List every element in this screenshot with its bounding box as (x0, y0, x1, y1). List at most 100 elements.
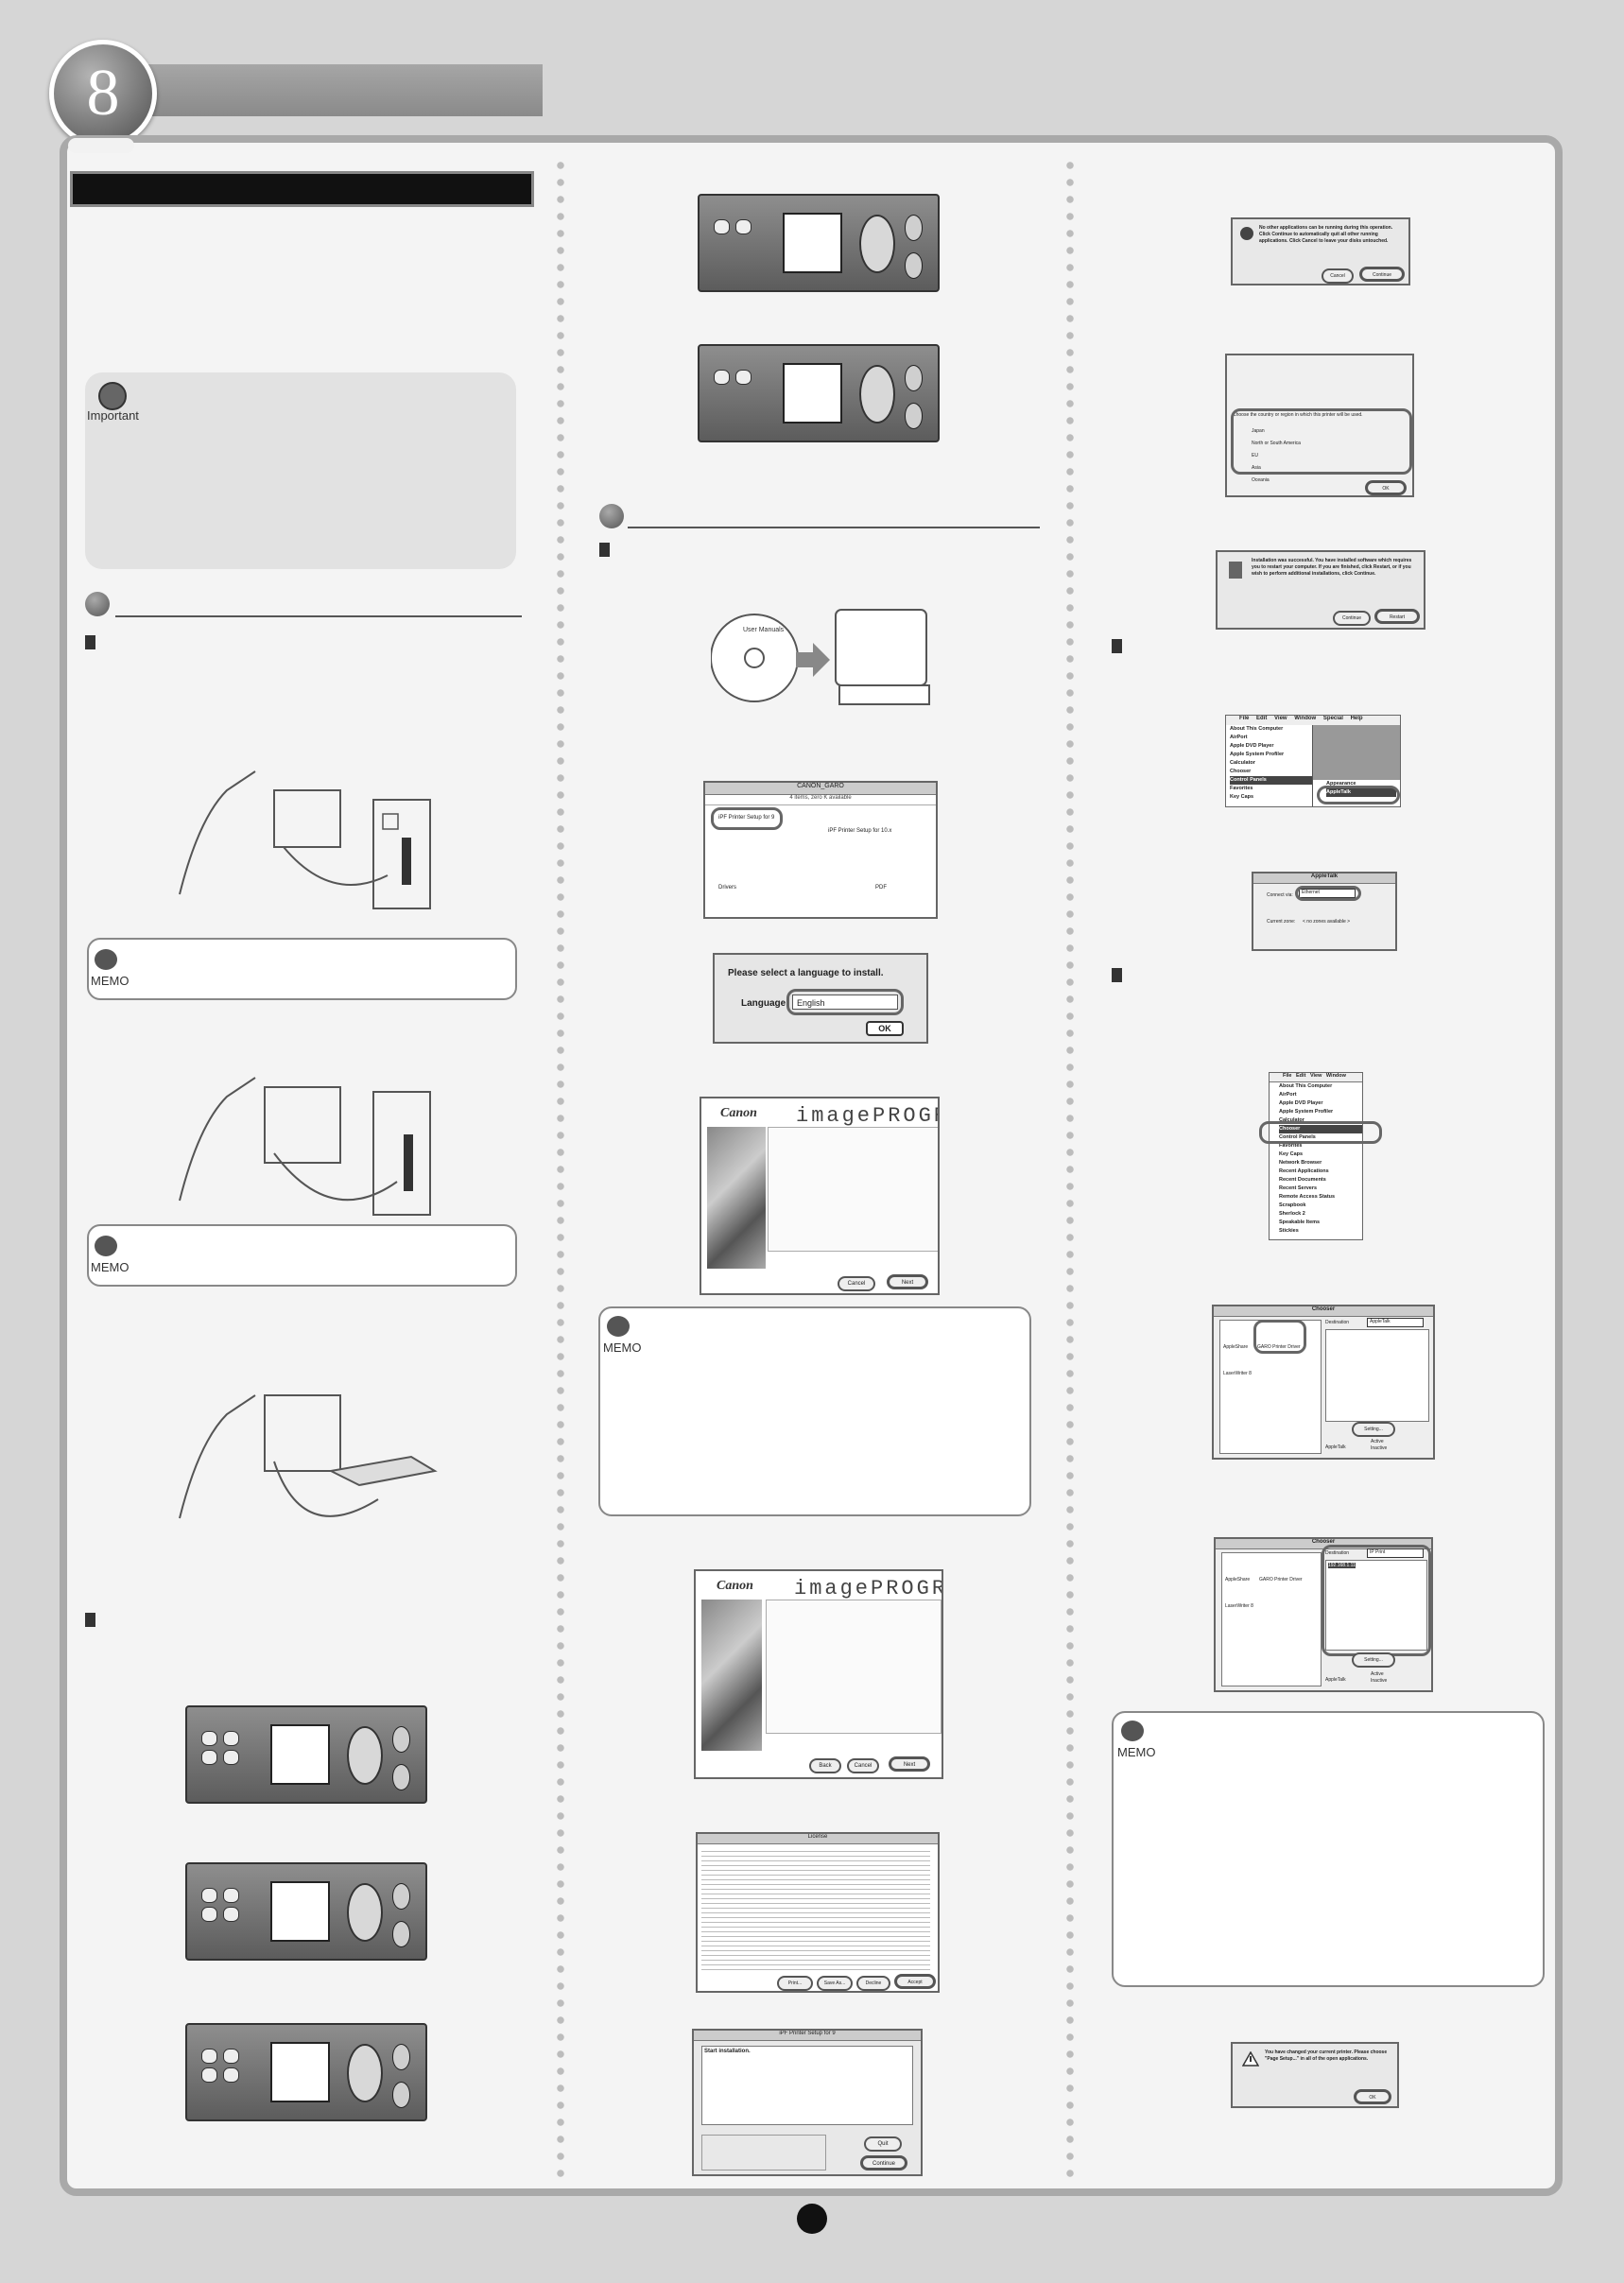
folder-setup9[interactable]: iPF Printer Setup for 9 (718, 815, 775, 821)
region-options[interactable]: Japan North or South America EU Asia Oce… (1252, 428, 1301, 483)
language-prompt: Please select a language to install. (728, 968, 884, 978)
next-button[interactable]: Next (889, 1756, 930, 1772)
memo-pen-icon (95, 949, 117, 970)
memo-label: MEMO (603, 1340, 642, 1355)
restart-button[interactable]: Restart (1374, 609, 1420, 624)
ok-button[interactable]: OK (1365, 480, 1407, 495)
language-select[interactable]: English (792, 994, 898, 1010)
chooser-screenshot: Chooser AppleShare GARO Printer Driver L… (1212, 1305, 1435, 1460)
stop-hand-icon (1240, 227, 1253, 240)
memo-box-1 (87, 938, 517, 1000)
appletalk-panel-screenshot: AppleTalk Connect via: Ethernet Current … (1252, 872, 1397, 951)
setup-dialog-screenshot: iPF Printer Setup for 9 Start installati… (692, 2029, 923, 2176)
chooser-dest-label: Destination (1325, 1320, 1350, 1325)
step-square-icon (1112, 968, 1122, 982)
operation-panel-image (698, 344, 940, 442)
chooser-appletalk-label: AppleTalk (1325, 1444, 1346, 1450)
installer-product-title: imagePROGRAF (794, 1577, 942, 1600)
operation-panel-image (185, 2023, 427, 2121)
installer-product-title: imagePROGRAF (796, 1104, 938, 1128)
accept-button[interactable]: Accept (894, 1974, 936, 1989)
folder-drivers[interactable]: Drivers (718, 885, 736, 891)
chooser-appletalk-label: AppleTalk (1325, 1677, 1346, 1683)
memo-label: MEMO (91, 1260, 130, 1274)
back-button[interactable]: Back (809, 1758, 841, 1773)
chooser-icon-writer[interactable]: LaserWriter 8 (1225, 1603, 1253, 1609)
setting-button[interactable]: Setting... (1352, 1422, 1395, 1437)
memo-box-2 (87, 1224, 517, 1287)
chooser-icon-writer[interactable]: LaserWriter 8 (1223, 1371, 1252, 1376)
apple-menu-screenshot: File Edit View Window Special Help About… (1225, 715, 1401, 807)
next-button[interactable]: Next (887, 1274, 928, 1289)
cancel-button[interactable]: Cancel (1322, 268, 1354, 284)
cd-label: User Manuals (743, 627, 785, 633)
installer-screenshot: Canon imagePROGRAF Back Cancel Next (694, 1569, 943, 1779)
chooser-dest-label: Destination (1325, 1550, 1350, 1556)
language-label: Language: (741, 998, 789, 1009)
important-label: Important (87, 408, 139, 423)
continue-button[interactable]: Continue (1359, 267, 1405, 282)
language-dialog-screenshot: Please select a language to install. Lan… (713, 953, 928, 1044)
quit-button[interactable]: Quit (864, 2136, 902, 2152)
chooser-icon-printer[interactable]: GARO Printer Driver (1257, 1344, 1301, 1350)
print-button[interactable]: Print... (777, 1976, 813, 1991)
step-circle-icon (599, 504, 624, 528)
network-cable-illustration (179, 1394, 438, 1519)
step-square-icon (85, 1613, 95, 1627)
appletalk-connect-label: Connect via: (1267, 892, 1293, 898)
memo-pen-icon (1121, 1721, 1144, 1741)
canon-logo: Canon (717, 1579, 753, 1593)
card-tab (68, 138, 134, 153)
chapter-header-bar (142, 64, 543, 116)
license-title: License (698, 1834, 938, 1844)
continue-button[interactable]: Continue (860, 2155, 907, 2171)
appletalk-zone-value: < no zones available > (1303, 919, 1351, 925)
decline-button[interactable]: Decline (856, 1976, 890, 1991)
operation-panel-image (185, 1862, 427, 1961)
operation-panel-image (698, 194, 940, 292)
usb-cable-illustration (179, 770, 431, 909)
window-title: CANON_GARO (705, 783, 936, 795)
finder-window-screenshot: CANON_GARO 4 items, zero K available iPF… (703, 781, 938, 919)
setup-start-text: Start installation. (701, 2046, 913, 2125)
save-as-button[interactable]: Save As... (817, 1976, 853, 1991)
ok-button[interactable]: OK (1354, 2089, 1391, 2104)
parallel-cable-illustration (179, 1077, 431, 1216)
folder-pdf[interactable]: PDF (875, 885, 887, 891)
step-square-icon (85, 635, 95, 649)
cancel-button[interactable]: Cancel (838, 1276, 875, 1291)
memo-pen-icon (607, 1316, 630, 1337)
cd-insert-illustration: User Manuals (711, 609, 930, 705)
appletalk-title: AppleTalk (1253, 873, 1395, 884)
chooser-ip-list[interactable]: 192.168.1.11 (1325, 1560, 1427, 1651)
alert-quit-text: No other applications can be running dur… (1259, 225, 1393, 244)
setting-button[interactable]: Setting... (1352, 1652, 1395, 1668)
installer-screenshot: Canon imagePROGRAF Cancel Next (700, 1097, 940, 1295)
continue-button[interactable]: Continue (1333, 611, 1371, 626)
chooser-ip-screenshot: Chooser AppleShare GARO Printer Driver L… (1214, 1537, 1433, 1692)
chooser-icon-share[interactable]: AppleShare (1223, 1344, 1249, 1350)
folder-setupx[interactable]: iPF Printer Setup for 10.x (828, 828, 892, 834)
section-header-bar (70, 171, 534, 207)
language-ok-button[interactable]: OK (866, 1021, 904, 1036)
step-circle-icon (85, 592, 110, 616)
step-square-icon (1112, 639, 1122, 653)
chooser-dest-select[interactable]: AppleTalk (1367, 1318, 1424, 1327)
warning-icon (1242, 2051, 1259, 2067)
restart-alert-screenshot: Installation was successful. You have in… (1216, 550, 1425, 630)
chooser-icon-printer[interactable]: GARO Printer Driver (1259, 1577, 1303, 1583)
printer-changed-alert-screenshot: You have changed your current printer. P… (1231, 2042, 1399, 2108)
column-divider-left (556, 157, 565, 2180)
intro-text-lines (70, 223, 524, 238)
chooser-highlight (1259, 1121, 1382, 1144)
memo-label: MEMO (91, 974, 130, 988)
region-prompt: Choose the country or region in which th… (1233, 412, 1363, 418)
important-hand-icon (98, 382, 127, 410)
cancel-button[interactable]: Cancel (847, 1758, 879, 1773)
chooser-icon-share[interactable]: AppleShare (1225, 1577, 1251, 1583)
license-screenshot: License Print... Save As... Decline Acce… (696, 1832, 940, 1993)
